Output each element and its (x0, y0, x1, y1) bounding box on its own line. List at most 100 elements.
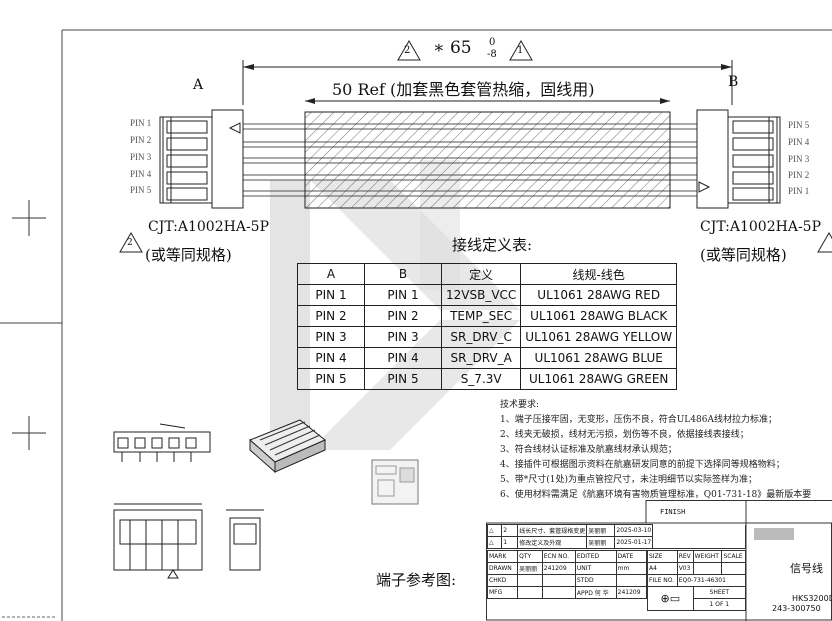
table-cell: UL1061 28AWG GREEN (520, 368, 678, 390)
table-cell: PIN 5 (297, 368, 365, 390)
table-cell: REV (676, 550, 694, 563)
note-item: 4、接插件可根据图示资料在航嘉研发同意的前提下选择同等规格物料； (500, 460, 785, 470)
terminal-reference-drawings (113, 419, 419, 579)
col-header: 线规-线色 (520, 263, 678, 285)
notes-title: 技术要求: (500, 400, 540, 410)
table-row: MARK QTY ECN NO. EDITED DATE (486, 550, 648, 563)
table-cell: 241209 (541, 562, 576, 575)
connector-a-letter: A (193, 77, 204, 93)
wiring-title: 接线定义表: (452, 236, 533, 254)
projection-icon: ⊕▭ (647, 586, 694, 611)
table-cell (541, 586, 576, 599)
tolerance-bottom: -8 (487, 49, 497, 60)
company-name: 信号线 (790, 562, 823, 575)
rev-triangle-icon: △ (486, 524, 503, 537)
table-cell: SR_DRV_C (440, 326, 522, 348)
finish-label: FINISH (660, 508, 686, 516)
approval-table: MARK QTY ECN NO. EDITED DATE DRAWN 吴丽丽 2… (486, 550, 648, 599)
table-cell: TEMP_SEC (440, 305, 522, 327)
pin-label: PIN 2 (130, 135, 152, 145)
table-cell: UL1061 28AWG YELLOW (520, 326, 678, 348)
connector-b-equiv: (或等同规格) (700, 246, 787, 264)
table-cell: 2025-01-17 (614, 536, 654, 549)
connector-b-letter: B (728, 74, 739, 90)
table-cell: APPD 何 华 (574, 586, 617, 599)
table-cell: UNIT (574, 562, 617, 575)
table-cell (652, 524, 746, 549)
wiring-table: A B 定义 线规-线色 PIN 1 PIN 1 12VSB_VCC UL106… (297, 263, 678, 390)
table-cell: 修改定义及外观 (517, 536, 588, 549)
table-row: PIN 1 PIN 1 12VSB_VCC UL1061 28AWG RED (297, 284, 678, 306)
table-cell: CHKD (486, 574, 519, 587)
col-header: 定义 (440, 263, 522, 285)
pin-label: PIN 5 (130, 185, 152, 195)
note-item: 1、端子压接牢固，无变形，压伤不良，符合UL486A线材拉力标准； (500, 415, 777, 425)
connector-b-part: CJT:A1002HA-5P (700, 219, 821, 235)
table-cell: PIN 3 (364, 326, 442, 348)
table-cell: V03 (676, 562, 694, 575)
pin-label: PIN 2 (788, 170, 810, 180)
table-cell: SHEET (692, 586, 747, 599)
rev-mark-1: 1 (517, 45, 524, 56)
table-cell: 吴丽丽 (586, 524, 616, 537)
table-cell: PIN 1 (297, 284, 365, 306)
table-cell: EQ0-731-46301 (676, 574, 747, 587)
table-row: PIN 5 PIN 5 S_7.3V UL1061 28AWG GREEN (297, 368, 678, 390)
note-item: 3、符合线材认证标准及航嘉线材承认规范； (500, 445, 677, 455)
table-cell (692, 562, 723, 575)
dimension-text: ∗ 65 (433, 38, 472, 58)
table-cell: EDITED (574, 550, 617, 563)
pin-label: PIN 3 (788, 154, 810, 164)
table-row: 1 OF 1 (648, 598, 747, 611)
table-row: SIZE REV WEIGHT SCALE (647, 550, 746, 563)
terminal-ref-title: 端子参考图: (376, 571, 457, 589)
table-row: PIN 4 PIN 4 SR_DRV_A UL1061 28AWG BLUE (297, 347, 678, 369)
table-cell (517, 586, 543, 599)
table-cell: SR_DRV_A (440, 347, 522, 369)
table-cell: PIN 2 (364, 305, 442, 327)
table-cell: MFG (486, 586, 519, 599)
table-cell: STDD (574, 574, 617, 587)
table-cell: UL1061 28AWG BLUE (520, 347, 678, 369)
table-cell (541, 574, 576, 587)
table-cell (721, 562, 746, 575)
table-cell: FILE NO. (647, 574, 678, 587)
approver: 何 华 (594, 590, 609, 597)
table-cell: 241209 (615, 586, 648, 599)
table-cell: 线长尺寸、套管规格变更 (517, 524, 588, 537)
table-cell (615, 574, 648, 587)
table-cell: SCALE (721, 550, 746, 563)
table-cell: UL1061 28AWG RED (520, 284, 678, 306)
note-item: 6、使用材料需满足《航嘉环境有害物质管理标准，Q01-731-18》最新版本要 (500, 490, 812, 500)
pin-label: PIN 3 (130, 152, 152, 162)
table-cell: A4 (647, 562, 678, 575)
table-cell: PIN 2 (297, 305, 365, 327)
table-row: △ 1 修改定义及外观 吴丽丽 2025-01-17 (486, 536, 746, 549)
pin-label: PIN 1 (130, 118, 152, 128)
table-cell: DATE (615, 550, 648, 563)
cable-assembly (159, 109, 781, 209)
table-row: ⊕▭ SHEET (647, 586, 747, 611)
table-cell: ECN NO. (541, 550, 576, 563)
pin-label: PIN 1 (788, 186, 810, 196)
table-cell: PIN 4 (297, 347, 365, 369)
note-item: 5、带*尺寸(1处)为重点管控尺寸，未注明细节以实际签样为准； (500, 475, 757, 485)
table-cell-text: APPD (576, 590, 593, 597)
table-row: FILE NO. EQ0-731-46301 (647, 574, 747, 587)
table-cell: SIZE (647, 550, 678, 563)
table-cell: 2 (501, 524, 519, 537)
table-cell: MARK (486, 550, 519, 563)
table-cell: PIN 1 (364, 284, 442, 306)
table-cell: QTY (517, 550, 543, 563)
table-cell: DRAWN (486, 562, 519, 575)
table-row: DRAWN 吴丽丽 241209 UNIT mm (486, 562, 648, 575)
revision-table: △ 2 线长尺寸、套管规格变更 吴丽丽 2025-03-10 △ 1 修改定义及… (486, 524, 746, 549)
table-cell: PIN 3 (297, 326, 365, 348)
table-cell: 1 (501, 536, 519, 549)
table-cell: 2025-03-10 (614, 524, 654, 537)
size-table: SIZE REV WEIGHT SCALE A4 V03 FILE NO. EQ… (647, 550, 747, 611)
col-header: B (364, 263, 442, 285)
table-row: PIN 2 PIN 2 TEMP_SEC UL1061 28AWG BLACK (297, 305, 678, 327)
table-row: MFG APPD 何 华 241209 (486, 586, 648, 599)
